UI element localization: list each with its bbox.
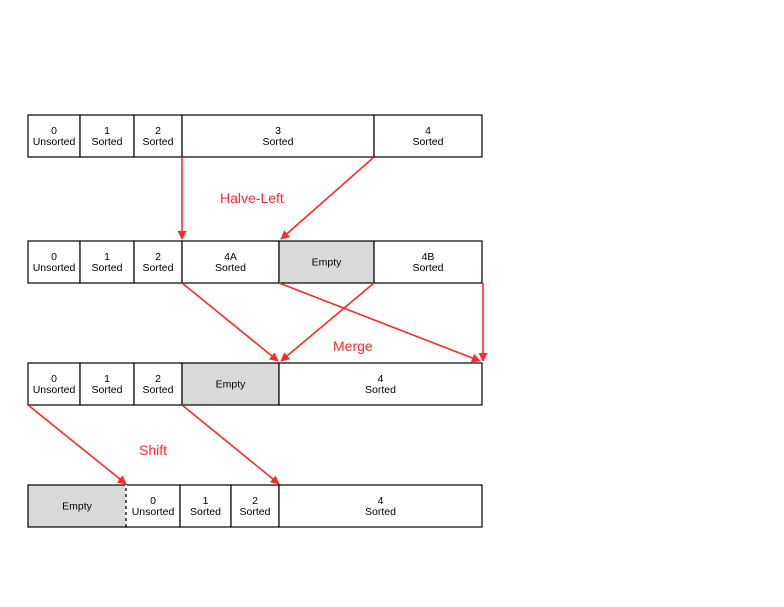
cell-box <box>27 114 81 158</box>
cell-text: Empty <box>62 501 93 513</box>
cell-box <box>181 362 280 406</box>
cell-text: Sorted <box>365 384 396 396</box>
cell-text: 1 <box>104 373 110 385</box>
cell-text: 4 <box>378 495 384 507</box>
cell-text: Sorted <box>190 506 221 518</box>
cell-text: 0 <box>51 251 57 263</box>
cell-box <box>133 362 183 406</box>
cell-text: 0 <box>51 373 57 385</box>
rows-layer: 0Unsorted1Sorted2Sorted3Sorted4Sorted0Un… <box>27 114 483 528</box>
arrow-4-to-empty <box>280 156 375 240</box>
merge-label: Merge <box>333 338 373 354</box>
cell-text: Unsorted <box>33 136 76 148</box>
cell-text: 1 <box>104 251 110 263</box>
cell-text: 4A <box>224 251 237 263</box>
cell-text: Sorted <box>263 136 294 148</box>
arrow-4a-merge <box>181 282 279 362</box>
cell-box <box>79 114 135 158</box>
arrows-layer <box>27 156 488 485</box>
cell-text: 0 <box>150 495 156 507</box>
cell-text: Unsorted <box>132 506 175 518</box>
cell-text: 1 <box>104 125 110 137</box>
cell-box <box>181 240 280 284</box>
cell-box <box>278 362 483 406</box>
cell-box <box>27 484 127 528</box>
cell-box <box>278 240 375 284</box>
cell-text: Sorted <box>413 262 444 274</box>
cell-text: Sorted <box>240 506 271 518</box>
halve-left-label: Halve-Left <box>220 190 284 206</box>
empty-cell: Empty <box>278 240 375 284</box>
arrow-shift-sorted <box>181 404 280 485</box>
cell-text: Sorted <box>143 136 174 148</box>
cell-box <box>79 362 135 406</box>
cell-box <box>27 362 81 406</box>
cell-box <box>27 240 81 284</box>
cell-text: Empty <box>216 379 247 391</box>
cell-text: Unsorted <box>33 384 76 396</box>
arrow-shift-unsorted <box>27 404 127 485</box>
cell-box <box>133 240 183 284</box>
cell-box <box>373 114 483 158</box>
cell-text: Sorted <box>365 506 396 518</box>
cell-text: 2 <box>155 125 161 137</box>
cell-text: 4 <box>425 125 431 137</box>
cell-text: 4B <box>422 251 435 263</box>
cell-box <box>278 484 483 528</box>
cell-box <box>133 114 183 158</box>
cell-text: 3 <box>275 125 281 137</box>
shift-label: Shift <box>139 442 167 458</box>
cell-text: Sorted <box>92 136 123 148</box>
cell-box <box>79 240 135 284</box>
cell-text: Sorted <box>92 262 123 274</box>
cell-text: 2 <box>252 495 258 507</box>
cell-text: 1 <box>203 495 209 507</box>
arrow-empty-merge <box>280 282 375 362</box>
cell-text: Sorted <box>143 384 174 396</box>
cell-box <box>230 484 280 528</box>
cell-text: Sorted <box>92 384 123 396</box>
cell-text: Unsorted <box>33 262 76 274</box>
cell-text: Empty <box>312 257 343 269</box>
cell-text: Sorted <box>215 262 246 274</box>
arrow-empty-right-merge <box>278 282 481 363</box>
cell-text: 4 <box>378 373 384 385</box>
cell-text: Sorted <box>413 136 444 148</box>
cell-box <box>373 240 483 284</box>
cell-box <box>181 114 375 158</box>
cell-text: Sorted <box>143 262 174 274</box>
cell-text: 0 <box>51 125 57 137</box>
empty-cell: Empty <box>181 362 280 406</box>
cell-text: 2 <box>155 373 161 385</box>
cell-text: 2 <box>155 251 161 263</box>
empty-cell: Empty <box>27 484 127 528</box>
